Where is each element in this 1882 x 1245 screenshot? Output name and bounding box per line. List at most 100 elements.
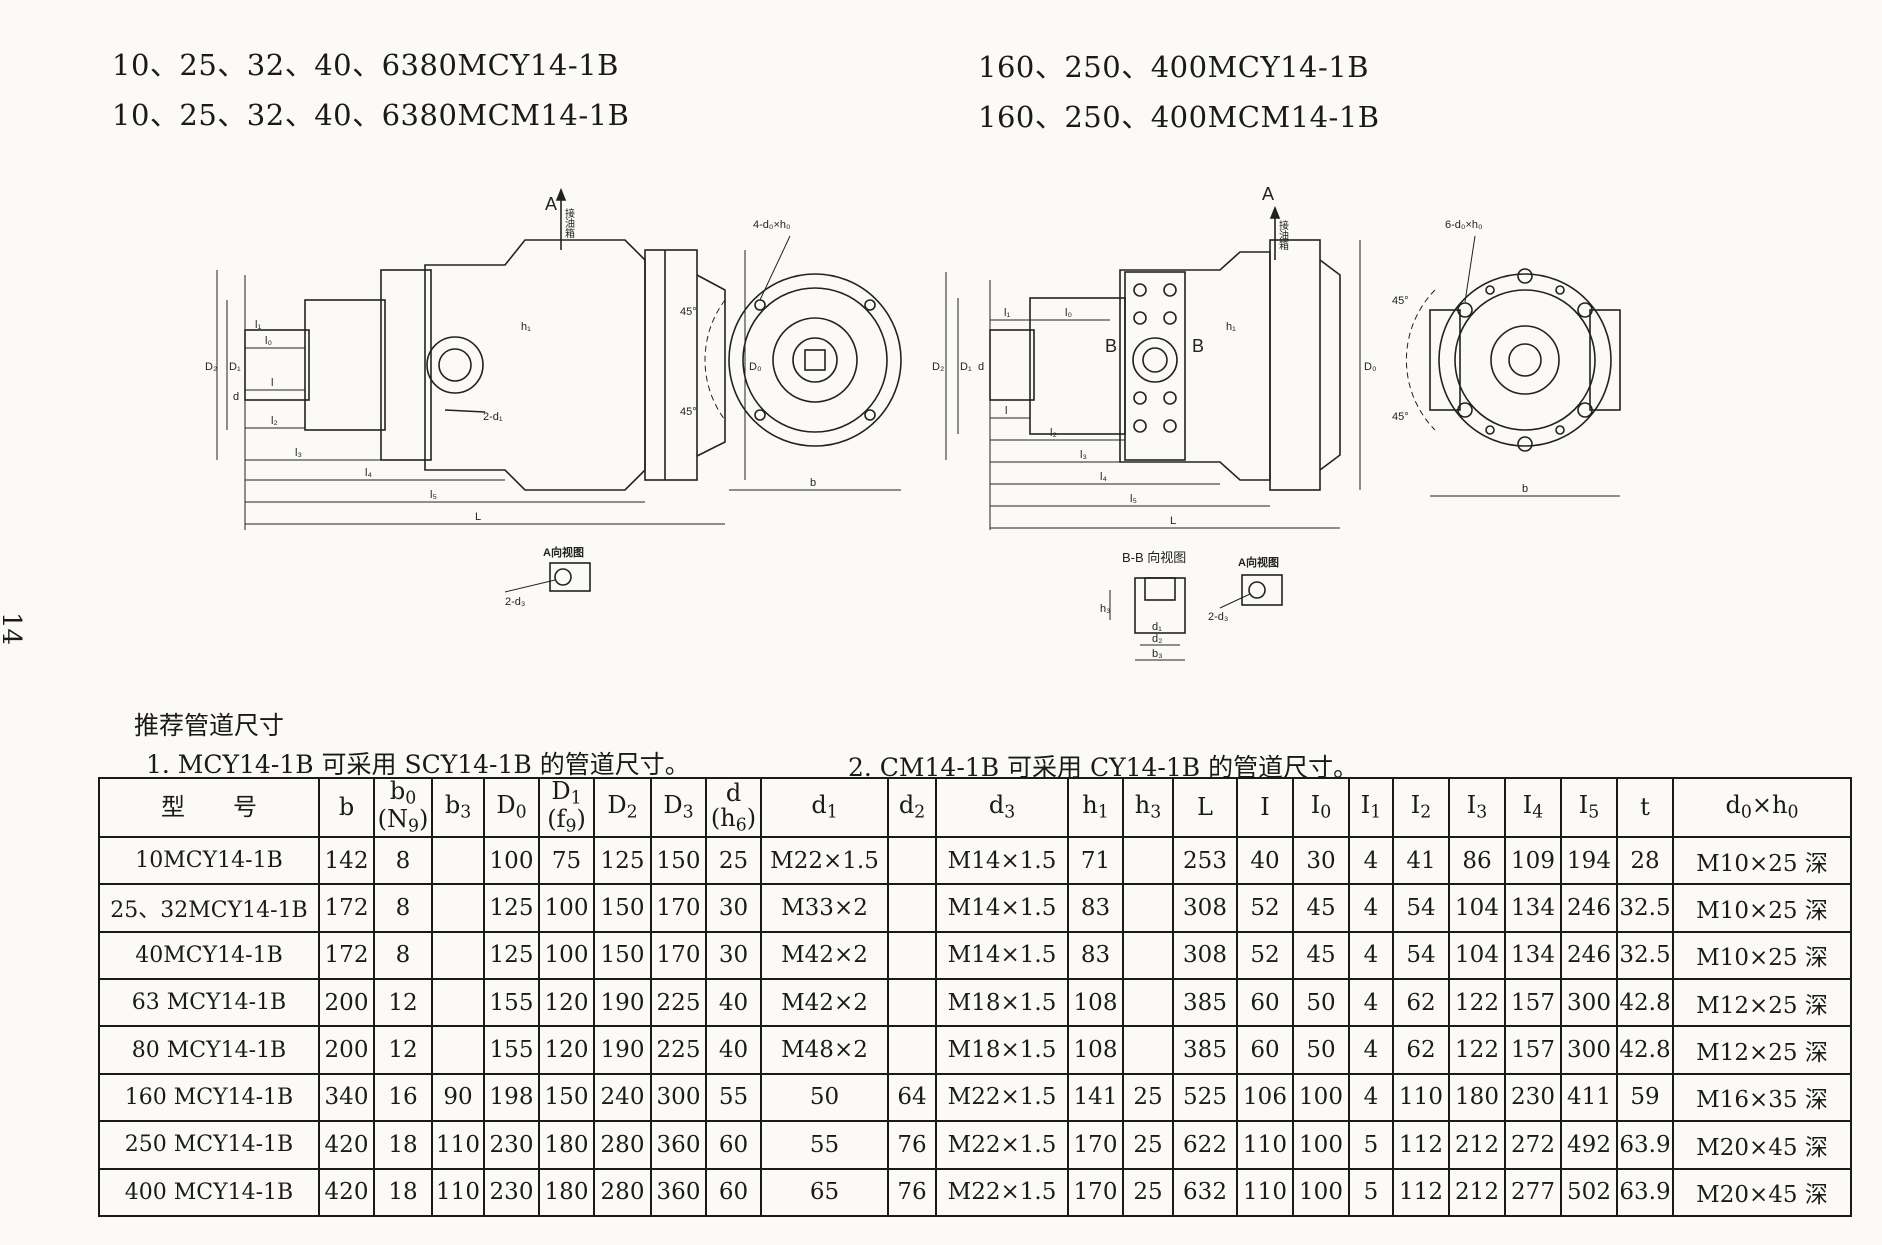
dim-l: l <box>271 377 273 389</box>
value-cell: M14×1.5 <box>935 883 1069 933</box>
value-cell <box>1122 978 1174 1028</box>
value-cell: 190 <box>593 1025 652 1075</box>
value-cell: 170 <box>1067 1167 1124 1218</box>
value-cell: 30 <box>705 930 762 981</box>
value-cell <box>431 883 485 933</box>
value-cell: 170 <box>1067 1120 1124 1170</box>
value-cell: 212 <box>1448 1167 1506 1218</box>
value-cell: 200 <box>318 978 375 1028</box>
value-cell: 170 <box>650 883 707 933</box>
value-cell: 110 <box>1236 1120 1294 1170</box>
value-cell: 40 <box>705 1025 762 1075</box>
value-cell: 4 <box>1348 1025 1394 1075</box>
header-part: ) <box>576 805 586 834</box>
header-part: 9 <box>565 816 577 837</box>
value-cell: 75 <box>538 835 595 886</box>
header-part: h <box>1082 791 1098 820</box>
header-part: (f <box>547 805 566 834</box>
value-cell: 170 <box>650 930 707 981</box>
value-cell: 55 <box>760 1120 889 1170</box>
value-cell: 112 <box>1392 1167 1450 1218</box>
dim-l5: l₅ <box>430 489 437 501</box>
column-header: b3 <box>431 777 485 838</box>
value-cell: 65 <box>760 1167 889 1218</box>
header-part: D <box>496 791 516 820</box>
value-cell: 8 <box>373 930 433 981</box>
header-part: I <box>1466 791 1477 820</box>
value-cell: M22×1.5 <box>935 1072 1069 1123</box>
column-header: I3 <box>1448 777 1506 838</box>
value-cell: 230 <box>483 1167 540 1218</box>
header-part: 9 <box>408 816 419 837</box>
drawing-right: A 接油箱 B B l₁ l₀ l l₂ l₃ l₄ l₅ L D₂ D₁ d … <box>930 180 1650 680</box>
model-cell: 250 MCY14-1B <box>98 1120 320 1170</box>
value-cell <box>887 1025 937 1075</box>
value-cell: 50 <box>760 1072 889 1123</box>
value-cell: M20×45 深 <box>1672 1167 1852 1218</box>
header-part: 1 <box>826 802 838 823</box>
value-cell: 104 <box>1448 930 1506 981</box>
header-part: 3 <box>682 802 694 823</box>
value-cell: 360 <box>650 1167 707 1218</box>
value-cell <box>1122 883 1174 933</box>
column-header: I5 <box>1560 777 1618 838</box>
value-cell: 280 <box>593 1120 652 1170</box>
dim-l1-right: l₁ <box>1004 307 1010 319</box>
header-part: I <box>1360 791 1371 820</box>
value-cell: 16 <box>373 1072 433 1123</box>
value-cell <box>431 930 485 981</box>
value-cell: 4 <box>1348 930 1394 981</box>
value-cell: 360 <box>650 1120 707 1170</box>
drawing-left: A 接油箱 2-d₁ l₀ l l₂ l₃ l₄ l₅ L D₂ D₁ d D₀… <box>205 180 925 620</box>
header-part: 1 <box>570 788 582 809</box>
header-part: I <box>1310 791 1321 820</box>
value-cell: 155 <box>483 1025 540 1075</box>
value-cell: 45 <box>1292 930 1350 981</box>
value-cell: 134 <box>1504 883 1562 933</box>
value-cell: 83 <box>1067 883 1124 933</box>
value-cell: 100 <box>538 930 595 981</box>
value-cell: 112 <box>1392 1120 1450 1170</box>
column-header: d1 <box>760 777 889 838</box>
header-part: (N <box>377 805 408 834</box>
value-cell: 108 <box>1067 1025 1124 1075</box>
value-cell: 4 <box>1348 1072 1394 1123</box>
value-cell: 25 <box>1122 1120 1174 1170</box>
value-cell: 120 <box>538 1025 595 1075</box>
header-part: 0 <box>515 802 527 823</box>
header-part: D <box>607 791 627 820</box>
column-header: b <box>318 777 375 838</box>
value-cell: 225 <box>650 1025 707 1075</box>
dim-d: d <box>233 391 239 403</box>
value-cell: 54 <box>1392 883 1450 933</box>
value-cell: 100 <box>1292 1072 1350 1123</box>
value-cell: 50 <box>1292 978 1350 1028</box>
value-cell: 180 <box>538 1167 595 1218</box>
label-A-right: A <box>1262 184 1274 204</box>
value-cell: 45 <box>1292 883 1350 933</box>
value-cell: 300 <box>650 1072 707 1123</box>
value-cell: 632 <box>1172 1167 1238 1218</box>
value-cell <box>431 978 485 1028</box>
value-cell: 59 <box>1616 1072 1674 1123</box>
value-cell: 28 <box>1616 835 1674 886</box>
value-cell: 60 <box>1236 1025 1294 1075</box>
value-cell: 4 <box>1348 978 1394 1028</box>
value-cell: 63.9 <box>1616 1167 1674 1218</box>
value-cell: 150 <box>538 1072 595 1123</box>
header-part: L <box>1197 792 1213 821</box>
value-cell: 100 <box>1292 1167 1350 1218</box>
value-cell: 42.8 <box>1616 1025 1674 1075</box>
header-right-line2: 160、250、400MCM14-1B <box>978 100 1380 134</box>
label-45-top-right: 45° <box>1392 295 1409 307</box>
note-1: 1. MCY14-1B 可采用 SCY14-1B 的管道尺寸。 <box>146 750 690 779</box>
dim-l3: l₃ <box>295 447 302 459</box>
header-part: I <box>1260 792 1270 821</box>
value-cell: 525 <box>1172 1072 1238 1123</box>
value-cell: 76 <box>887 1120 937 1170</box>
header-part: 5 <box>1588 802 1600 823</box>
